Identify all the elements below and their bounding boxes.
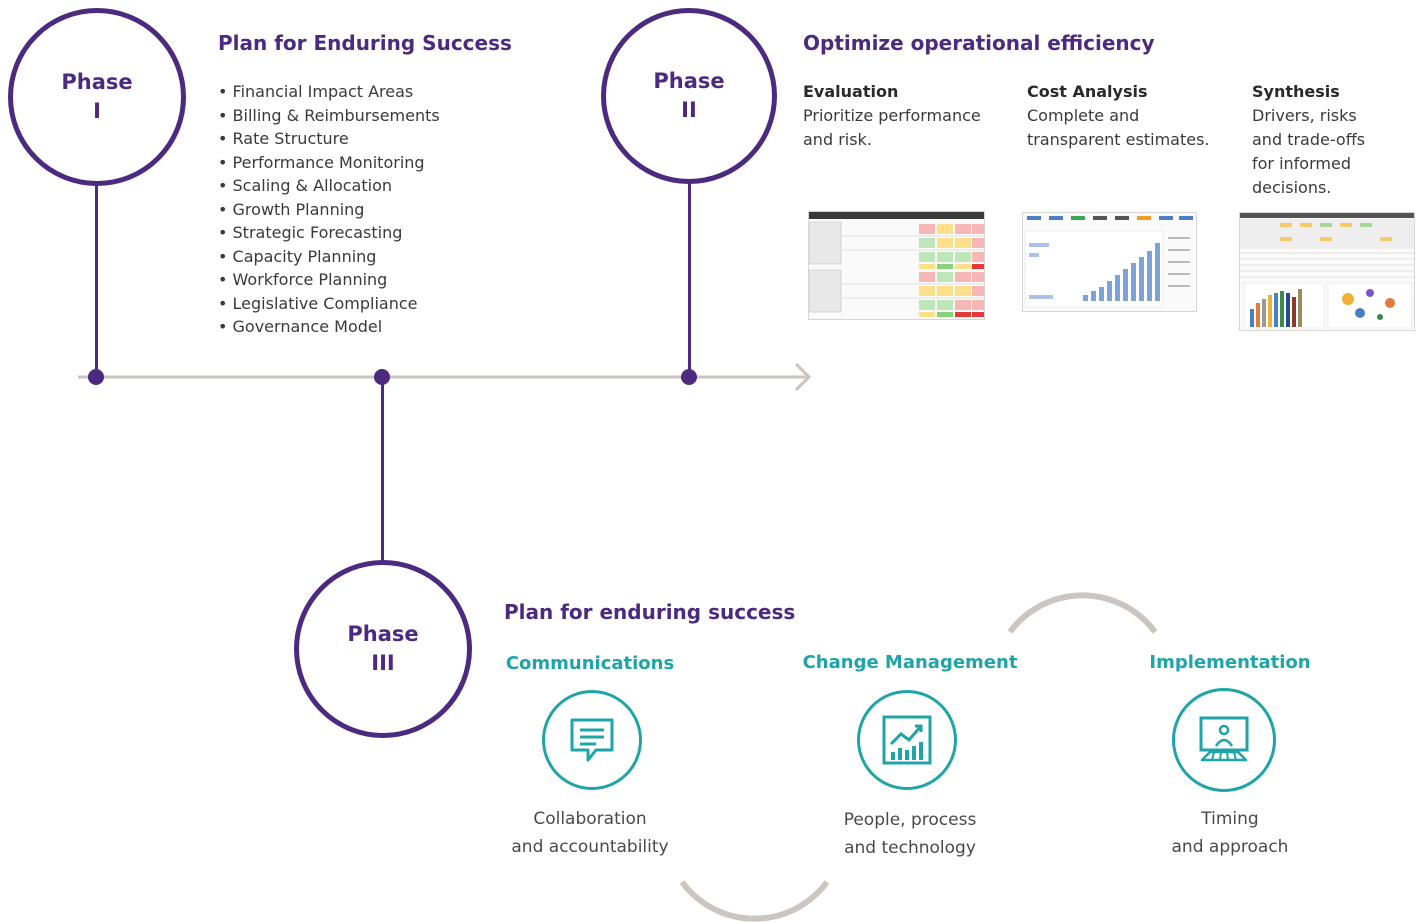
phase2-label-bottom: II [681, 98, 697, 122]
phase1-circle: Phase I [8, 8, 186, 186]
phase1-list-item: • Financial Impact Areas [218, 82, 414, 101]
phase1-list-item: • Workforce Planning [218, 270, 388, 289]
chat-bubble-icon [570, 718, 614, 762]
synthesis-title: Synthesis [1252, 82, 1340, 101]
cost-analysis-text: Complete and transparent estimates. [1027, 106, 1210, 149]
implementation-caption: Timing and approach [1171, 809, 1289, 857]
change-management-icon-circle [857, 690, 957, 790]
phase3-heading: Plan for enduring success [504, 600, 796, 624]
phase1-list-item: • Scaling & Allocation [218, 176, 392, 195]
evaluation-text: Prioritize performance and risk. [803, 106, 981, 149]
phase2-circle: Phase II [601, 8, 777, 184]
phase3-circle: Phase III [294, 560, 472, 738]
phase2-connector [688, 158, 691, 377]
phase3-label-top: Phase [347, 622, 419, 646]
phase1-list-item: • Billing & Reimbursements [218, 105, 440, 125]
phase2-heading: Optimize operational efficiency [803, 31, 1155, 55]
phase1-label-top: Phase [61, 70, 133, 94]
phase1-connector [95, 180, 98, 377]
phase3-timeline-dot [374, 369, 390, 385]
synthesis-thumbnail [1239, 212, 1415, 331]
cycle-arc-top [1007, 592, 1158, 634]
cost-analysis-thumbnail [1022, 212, 1197, 312]
phase1-list-item: • Capacity Planning [218, 246, 377, 266]
communications-caption: Collaboration and accountability [511, 809, 669, 857]
phase2-timeline-dot [681, 369, 697, 385]
phase1-list-item: • Governance Model [218, 317, 383, 336]
implementation-icon-circle [1172, 688, 1276, 792]
implementation-title: Implementation [1149, 652, 1311, 673]
phase3-connector [381, 377, 384, 562]
communications-icon-circle [542, 690, 642, 790]
phase1-list-item: • Growth Planning [218, 199, 365, 219]
phase1-label-bottom: I [93, 99, 101, 123]
phase1-list-item: • Rate Structure [218, 129, 349, 148]
phase1-timeline-dot [88, 369, 104, 385]
change-management-title: Change Management [802, 652, 1018, 673]
evaluation-title: Evaluation [803, 82, 899, 101]
phase1-list-item: • Performance Monitoring [218, 152, 425, 172]
growth-chart-icon [882, 715, 932, 765]
evaluation-thumbnail [808, 211, 985, 320]
phase3-label-bottom: III [371, 651, 395, 675]
phase2-label-top: Phase [653, 69, 725, 93]
cost-analysis-title: Cost Analysis [1027, 82, 1148, 101]
change-management-caption: People, process and technology [843, 810, 977, 858]
phase1-heading: Plan for Enduring Success [218, 31, 512, 55]
phase1-list-item: • Legislative Compliance [218, 293, 418, 313]
phase1-list-item: • Strategic Forecasting [218, 223, 403, 242]
presentation-board-icon [1199, 716, 1249, 762]
cycle-arc-bottom [679, 880, 830, 922]
phase1-list: • Financial Impact Areas • Billing & Rei… [218, 80, 440, 339]
synthesis-text: Drivers, risks and trade-offs for inform… [1252, 106, 1366, 197]
communications-title: Communications [505, 653, 675, 674]
